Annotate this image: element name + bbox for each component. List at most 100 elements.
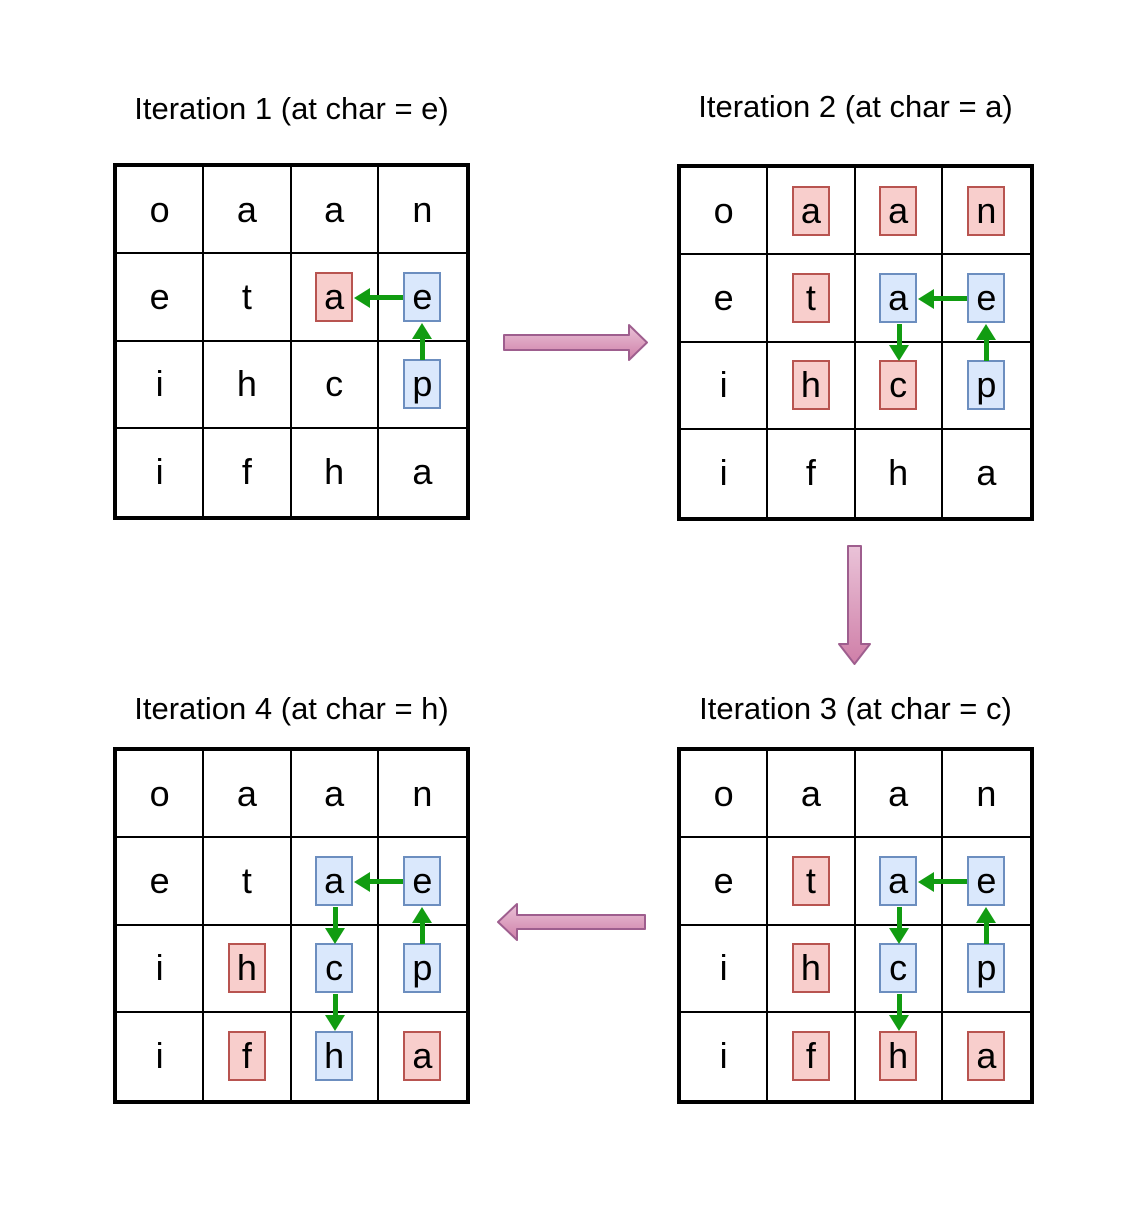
grid-cell: n xyxy=(942,751,1030,839)
cell-letter: a xyxy=(888,189,909,231)
path-arrow xyxy=(976,323,997,362)
path-cell-marker xyxy=(315,943,354,994)
path-cell-marker xyxy=(967,855,1006,906)
grid-cell: t xyxy=(768,838,856,926)
cell-letter: a xyxy=(888,772,909,814)
cell-letter: p xyxy=(976,947,997,989)
cell-letter: t xyxy=(805,276,816,318)
cell-letter: a xyxy=(888,276,909,318)
cell-letter: a xyxy=(324,859,345,901)
cell-letter: n xyxy=(976,189,997,231)
iteration-1-title: Iteration 1 (at char = e) xyxy=(134,91,449,126)
cell-letter: a xyxy=(324,772,345,814)
path-arrow xyxy=(325,906,346,945)
cell-letter: c xyxy=(889,947,908,989)
grid-cell: n xyxy=(378,751,466,839)
cell-letter: o xyxy=(713,772,734,814)
grid-cell: p xyxy=(942,926,1030,1013)
path-cell-marker xyxy=(403,271,442,322)
iteration-3-title: Iteration 3 (at char = c) xyxy=(699,691,1012,726)
grid-cell: a xyxy=(379,1013,466,1100)
flow-arrow-left-icon xyxy=(497,903,646,941)
cell-letter: a xyxy=(412,451,433,493)
grid-cell: f xyxy=(204,428,292,516)
flow-arrow-right-icon xyxy=(503,324,648,361)
path-arrow xyxy=(976,906,997,945)
path-cell-marker xyxy=(879,855,918,906)
grid-cell: n xyxy=(378,167,466,255)
visited-cell-marker xyxy=(967,1031,1006,1082)
cell-letter: e xyxy=(976,276,997,318)
grid-cell: e xyxy=(942,838,1030,926)
grid-cell: p xyxy=(378,342,466,429)
cell-letter: a xyxy=(888,859,909,901)
cell-letter: f xyxy=(241,451,252,493)
grid-cell: a xyxy=(291,254,379,342)
cell-letter: i xyxy=(719,1035,728,1077)
grid-cell: f xyxy=(768,429,856,517)
grid-cell: o xyxy=(681,168,769,256)
visited-cell-marker xyxy=(791,185,830,236)
cell-letter: i xyxy=(155,363,164,405)
cell-letter: a xyxy=(412,1035,433,1077)
grid-cell: e xyxy=(378,838,466,926)
cell-letter: h xyxy=(888,1035,909,1077)
path-cell-marker xyxy=(403,943,442,994)
path-arrow xyxy=(918,288,968,309)
cell-letter: f xyxy=(241,1035,252,1077)
cell-letter: i xyxy=(719,947,728,989)
cell-letter: h xyxy=(888,452,909,494)
cell-letter: c xyxy=(325,947,344,989)
grid-cell: a xyxy=(291,751,379,839)
cell-letter: i xyxy=(719,364,728,406)
cell-letter: h xyxy=(324,451,345,493)
visited-cell-marker xyxy=(315,271,354,322)
visited-cell-marker xyxy=(791,1031,830,1082)
grid-cell: i xyxy=(681,342,769,430)
grid-cell: a xyxy=(204,167,292,255)
visited-cell-marker xyxy=(791,943,830,994)
visited-cell-marker xyxy=(791,272,830,323)
path-arrow xyxy=(889,906,910,945)
visited-cell-marker xyxy=(791,855,830,906)
cell-letter: i xyxy=(719,452,728,494)
cell-letter: a xyxy=(976,1035,997,1077)
cell-letter: o xyxy=(149,188,170,230)
visited-cell-marker xyxy=(227,1031,266,1082)
cell-letter: i xyxy=(155,451,164,493)
grid-cell: e xyxy=(681,255,769,343)
path-cell-marker xyxy=(967,272,1006,323)
cell-letter: o xyxy=(149,772,170,814)
cell-letter: f xyxy=(805,452,816,494)
grid-cell: t xyxy=(204,254,292,342)
path-cell-marker xyxy=(879,272,918,323)
grid-cell: i xyxy=(681,925,769,1013)
cell-letter: p xyxy=(412,363,433,405)
grid-cell: a xyxy=(768,751,856,839)
cell-letter: a xyxy=(324,188,345,230)
path-arrow xyxy=(889,994,910,1032)
path-arrow xyxy=(325,994,346,1032)
grid-cell: f xyxy=(768,1012,856,1100)
grid-cell: h xyxy=(292,428,379,516)
cell-letter: c xyxy=(889,364,908,406)
path-arrow xyxy=(918,871,968,892)
grid-cell: h xyxy=(204,341,292,429)
cell-letter: h xyxy=(800,364,821,406)
visited-cell-marker xyxy=(967,185,1006,236)
path-arrow xyxy=(354,287,404,308)
grid-cell: t xyxy=(768,255,856,343)
path-cell-marker xyxy=(403,359,442,410)
cell-letter: c xyxy=(325,363,344,405)
grid-cell: c xyxy=(855,342,943,430)
visited-cell-marker xyxy=(403,1031,442,1082)
cell-letter: o xyxy=(713,189,734,231)
cell-letter: a xyxy=(800,772,821,814)
grid-cell: a xyxy=(943,1013,1030,1100)
path-cell-marker xyxy=(967,943,1006,994)
cell-letter: p xyxy=(976,364,997,406)
cell-letter: p xyxy=(412,947,433,989)
cell-letter: h xyxy=(324,1035,345,1077)
